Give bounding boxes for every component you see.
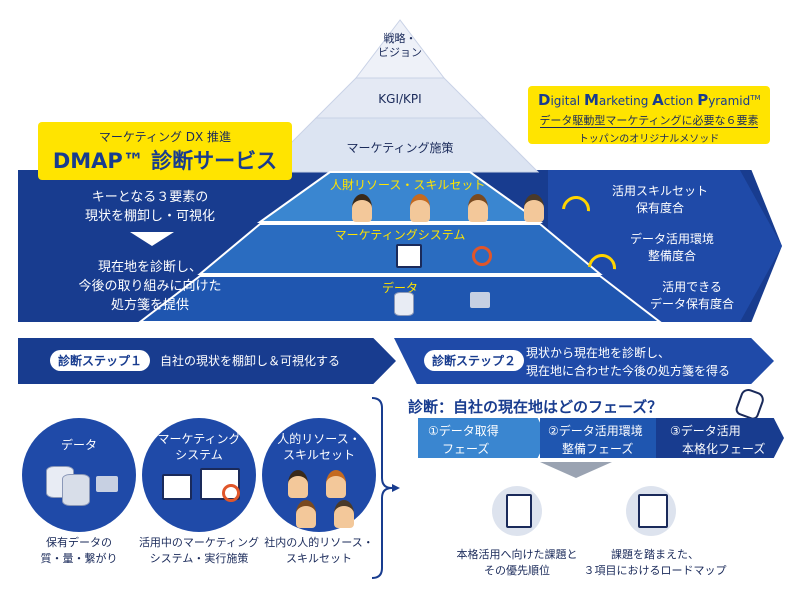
people-icon	[410, 194, 430, 222]
left-text-5: 処方箋を提供	[110, 298, 189, 313]
output-2-line1: 課題を踏まえた、	[611, 548, 699, 561]
phase-1-l1: ①データ取得	[428, 424, 499, 438]
step1-text: 自社の現状を棚卸し＆可視化する	[160, 354, 341, 368]
people-icon	[296, 500, 316, 528]
pyramid	[140, 19, 660, 322]
phase-3-l1: ③データ活用	[670, 424, 741, 438]
right-text-c1: 活用できる	[662, 280, 722, 294]
circle-data-caption2: 質・量・繋がり	[40, 552, 118, 565]
checklist-paper	[506, 494, 532, 528]
dmap-subtitle: マーケティング DX 推進	[98, 130, 232, 144]
pyramid-system-label: マーケティングシステム	[334, 228, 466, 242]
right-text-b1: データ活用環境	[629, 232, 714, 246]
output-2-line2: ３項目におけるロードマップ	[583, 564, 727, 577]
phase-1-l2: フェーズ	[442, 442, 490, 456]
pyramid-hr-label: 人財リソース・スキルセット	[330, 178, 486, 192]
circle-hr-caption2: スキルセット	[286, 552, 352, 565]
system-screen-icon	[396, 244, 422, 268]
step2-text2: 現在地に合わせた今後の処方箋を得る	[526, 364, 731, 378]
system-screen-icon	[162, 474, 192, 500]
circle-hr-title1: 人的リソース・	[277, 432, 361, 446]
pyramid-data-label: データ	[381, 281, 418, 295]
database-icon	[62, 474, 90, 506]
left-text-4: 今後の取り組みに向けた	[78, 279, 222, 294]
dmap-title: DMAP™ 診断サービス	[52, 149, 278, 173]
right-text-b2: 整備度合	[647, 249, 696, 263]
dma-divider	[540, 127, 758, 128]
pyramid-marketing-label: マーケティング施策	[346, 141, 454, 155]
phase-2-l2: 整備フェーズ	[562, 442, 634, 456]
people-icon	[326, 470, 346, 498]
circle-hr	[262, 418, 376, 532]
phase-2	[540, 418, 666, 458]
people-icon	[468, 194, 488, 222]
gray-down-arrow	[540, 462, 612, 478]
people-icon	[352, 194, 372, 222]
pyramid-top-label: 戦略・ ビジョン	[378, 32, 422, 59]
left-text-1: キーとなる３要素の	[91, 190, 209, 205]
circle-system-title1: マーケティング	[157, 432, 241, 446]
step1-label: 診断ステップ１	[50, 350, 151, 371]
phase-3	[656, 418, 784, 458]
phase-2-l1: ②データ活用環境	[548, 424, 643, 438]
hand-cursor-icon	[733, 386, 767, 422]
monitor-icon	[200, 468, 240, 500]
people-icon	[524, 194, 544, 222]
phase-1	[418, 418, 548, 458]
dma-title: Digital Marketing Action PyramidTM	[538, 91, 761, 109]
dmap-service-box	[38, 122, 292, 180]
dma-line3: トッパンのオリジナルメソッド	[578, 134, 720, 145]
circle-hr-title2: スキルセット	[282, 448, 355, 462]
circle-system-caption2: システム・実行施策	[149, 552, 249, 565]
right-text-a2: 保有度合	[635, 201, 684, 215]
right-text-c2: データ保有度合	[649, 297, 734, 311]
phase-3-l2: 本格化フェーズ	[682, 442, 766, 456]
output-1-line2: その優先順位	[484, 564, 550, 577]
people-icon	[288, 470, 308, 498]
magnifier-icon	[222, 484, 240, 502]
circle-system-caption1: 活用中のマーケティング	[138, 536, 260, 549]
circle-system-title2: システム	[175, 448, 223, 462]
down-arrow-icon	[130, 232, 174, 246]
dma-pyramid-box	[528, 86, 770, 144]
pyramid-kgi-label: KGI/KPI	[378, 92, 422, 106]
roadmap-paper	[638, 494, 668, 528]
left-text-2: 現状を棚卸し・可視化	[84, 209, 215, 224]
magnifier-icon	[472, 246, 492, 266]
circle-hr-caption1: 社内の人的リソース・	[264, 536, 374, 549]
step2-label: 診断ステップ２	[424, 350, 525, 371]
people-icon	[334, 500, 354, 528]
left-text-3: 現在地を診断し、	[97, 260, 202, 275]
database-icon	[394, 292, 414, 316]
bracket	[371, 397, 400, 579]
network-folder-icon	[96, 476, 118, 492]
right-text-a1: 活用スキルセット	[611, 184, 708, 198]
diagnosis-heading: 診断：自社の現在地はどのフェーズ？	[408, 398, 663, 416]
output-1-line1: 本格活用へ向けた課題と	[456, 548, 578, 561]
circle-data-title: データ	[60, 438, 97, 452]
circle-data-caption1: 保有データの	[46, 536, 112, 549]
step2-text1: 現状から現在地を診断し、	[526, 346, 671, 360]
dma-line2: データ駆動型マーケティングに必要な６要素	[539, 114, 759, 127]
network-folder-icon	[470, 292, 490, 308]
